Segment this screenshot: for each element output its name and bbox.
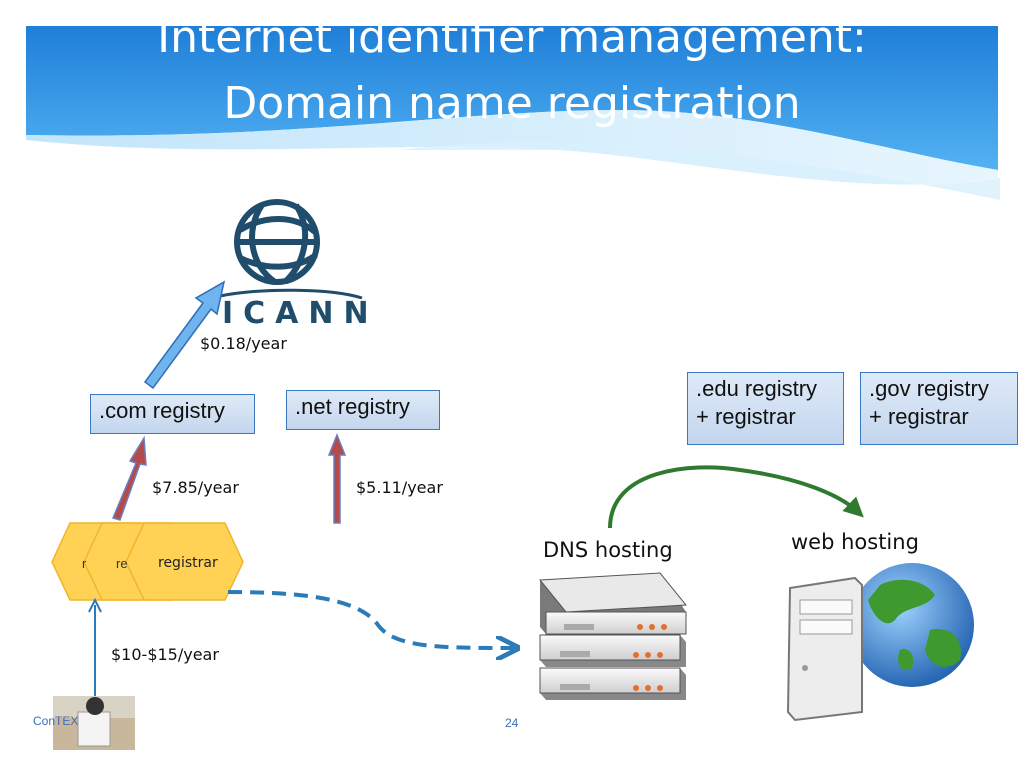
com-registry-box: .com registry [90, 394, 255, 434]
edu-registry-line2: + registrar [696, 404, 796, 429]
registrar-front-label: registrar [158, 555, 218, 571]
web-server-tower-icon [786, 576, 863, 722]
dns-server-icon [538, 572, 688, 700]
slide-page-number: 24 [505, 716, 519, 730]
gov-registry-box: .gov registry + registrar [860, 372, 1018, 445]
net-registry-box: .net registry [286, 390, 440, 430]
icann-logo-text: ICANN [222, 296, 379, 331]
price-to-icann: $0.18/year [200, 334, 287, 353]
title-banner [26, 26, 1000, 200]
web-hosting-globe-icon [850, 563, 974, 687]
slide-title-line-2: Domain name registration [223, 78, 801, 129]
dashed-arrow-to-dns-hosting [227, 590, 515, 648]
footer-left-text: ConTEX [33, 714, 79, 728]
web-hosting-label: web hosting [791, 530, 919, 554]
edu-registry-line1: .edu registry [696, 376, 818, 401]
edu-registry-box: .edu registry + registrar [687, 372, 844, 445]
arrow-to-net-registry [327, 432, 347, 524]
gov-registry-line2: + registrar [869, 404, 969, 429]
price-net: $5.11/year [356, 478, 443, 497]
gov-registry-line1: .gov registry [869, 376, 989, 401]
arrow-dns-to-web-hosting [608, 465, 864, 529]
slide-title-line-1: Internet identifier management: [157, 12, 867, 63]
dns-hosting-label: DNS hosting [543, 538, 673, 562]
price-com: $7.85/year [152, 478, 239, 497]
registrar-back-label: r [82, 556, 87, 571]
registrar-stack [51, 522, 244, 601]
price-user: $10-$15/year [111, 645, 219, 664]
arrow-registrar-to-com [111, 435, 147, 521]
registrar-middle-label: re [116, 556, 128, 571]
user-photo [53, 696, 135, 750]
icann-globe-icon [219, 199, 363, 300]
arrow-com-to-icann [143, 280, 226, 390]
arrow-user-to-registrar [88, 597, 102, 700]
